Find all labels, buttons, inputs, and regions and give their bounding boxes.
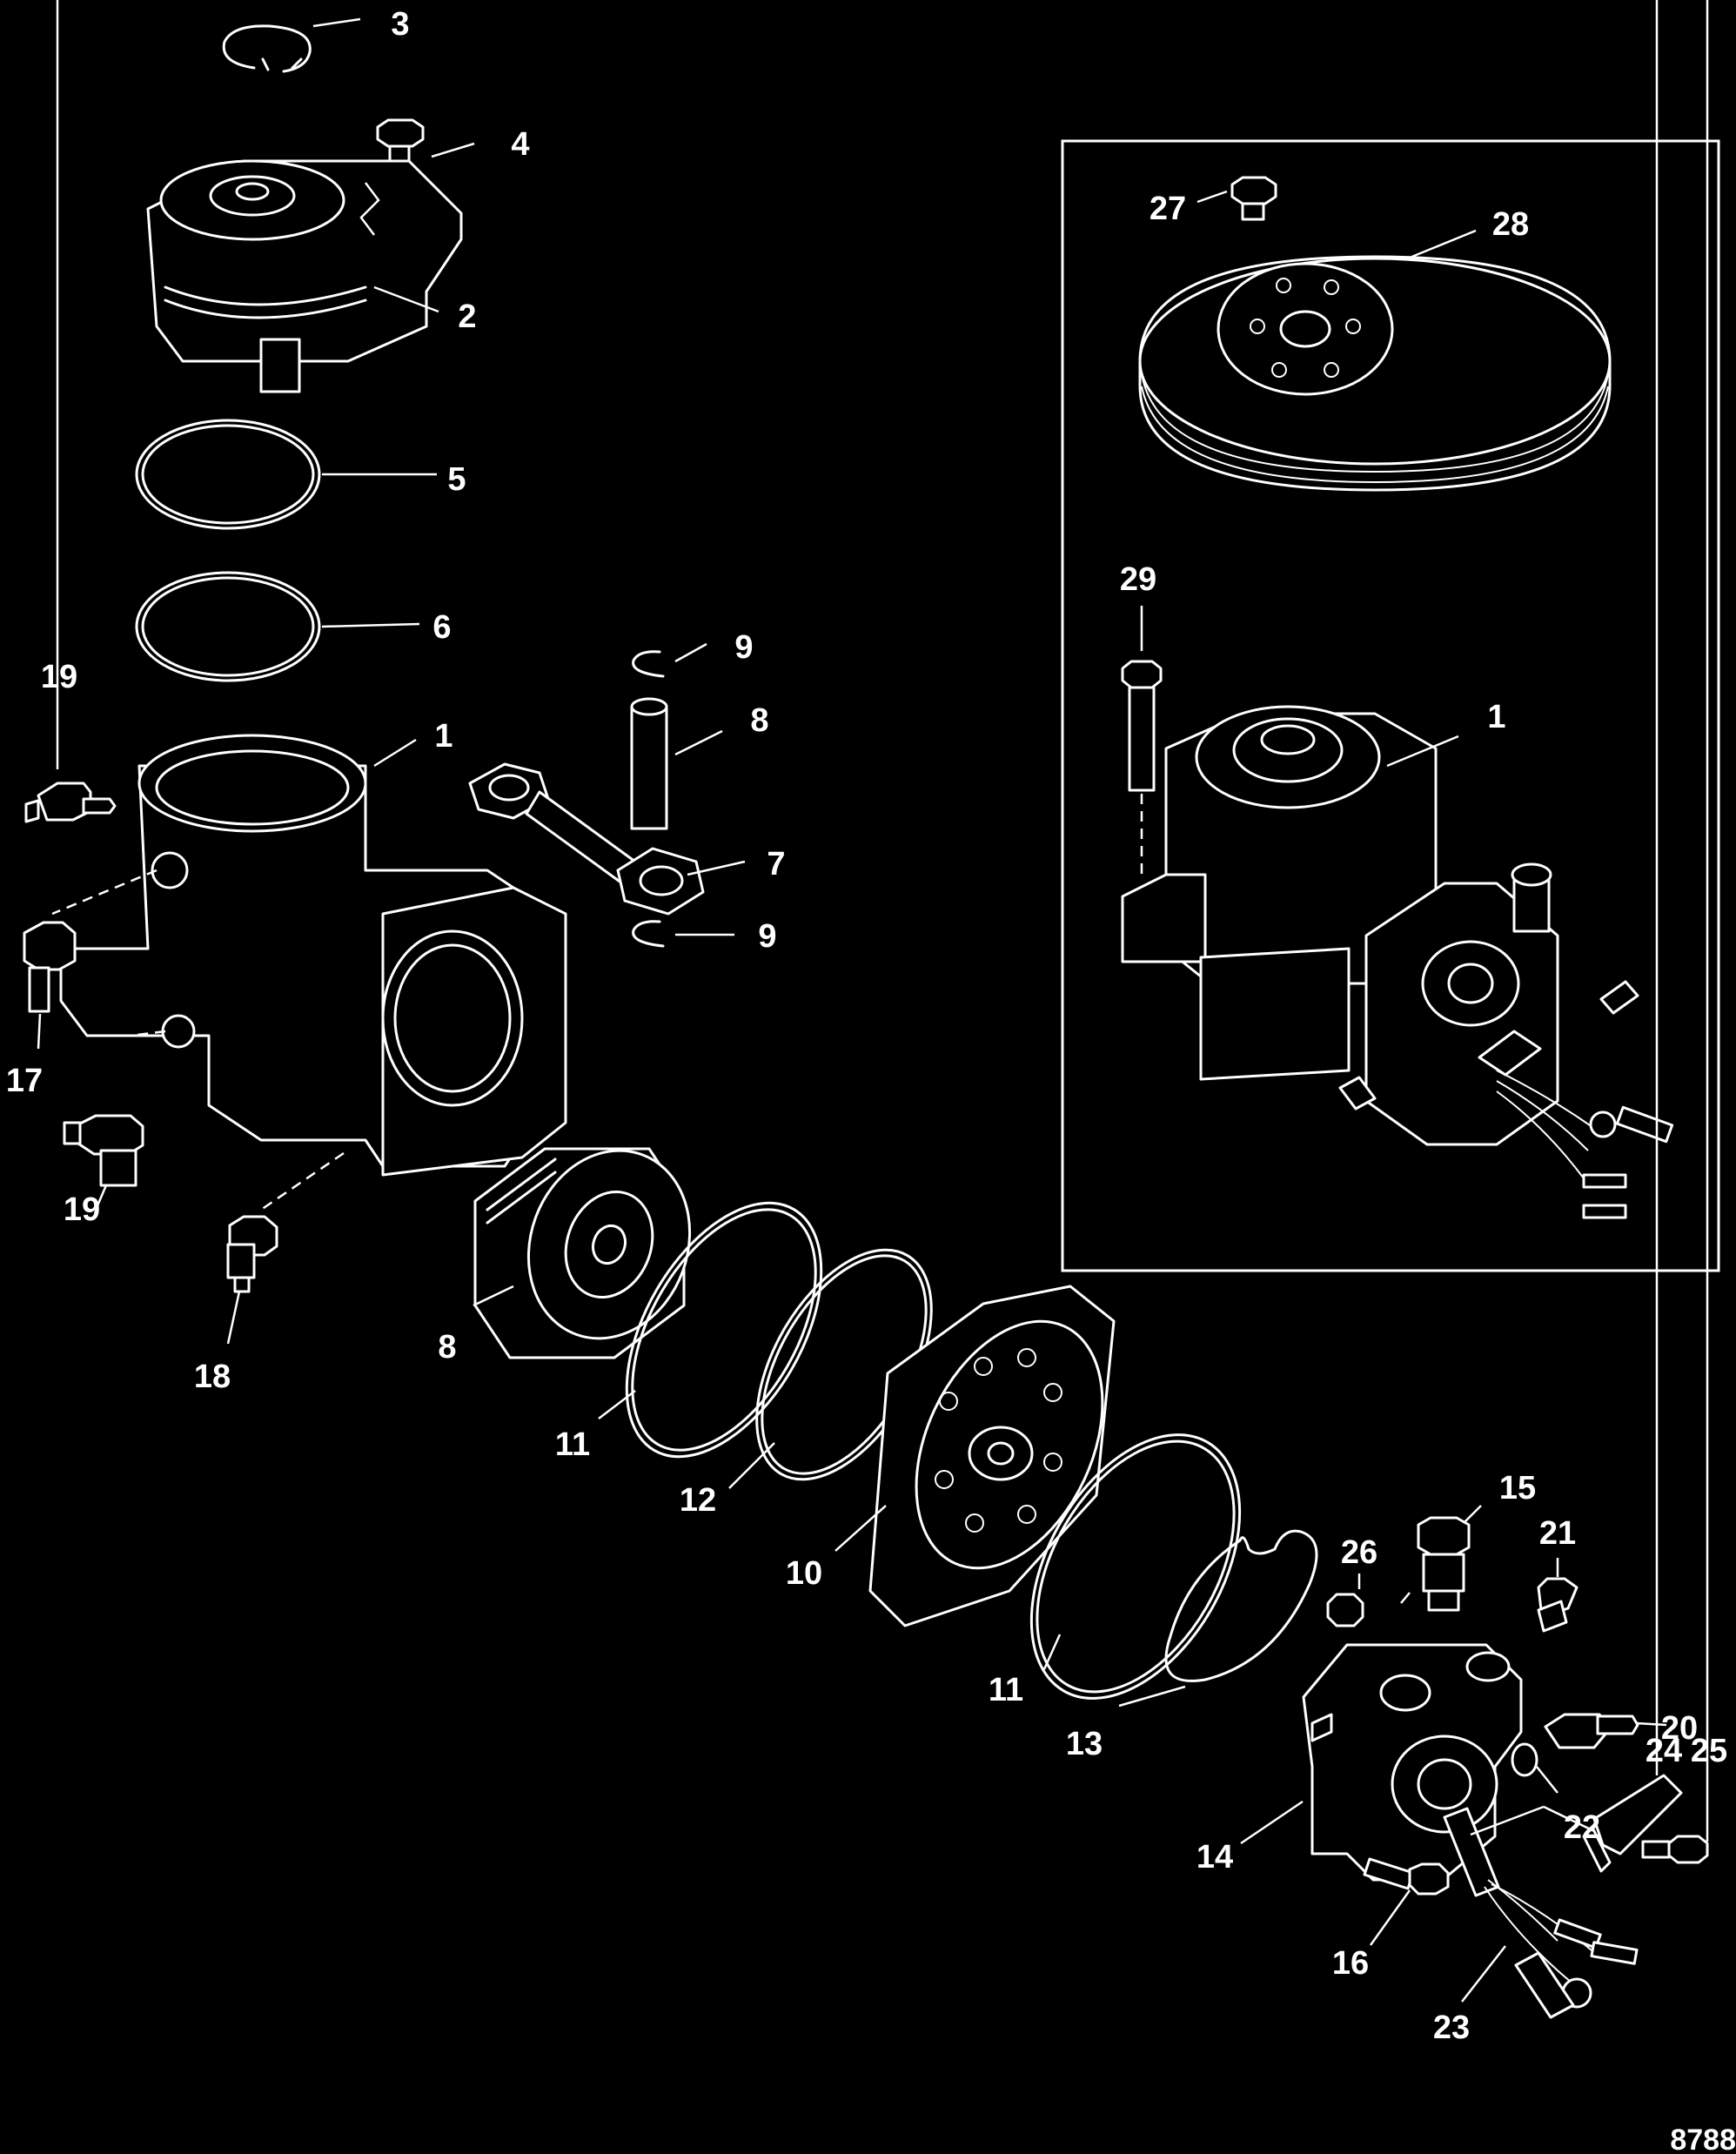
part-25-bolt — [1641, 1835, 1709, 1864]
part-20-fitting — [1544, 1713, 1639, 1749]
part-9-clip-top — [632, 650, 665, 678]
part-18-elbow — [226, 1215, 278, 1293]
callout-7: 7 — [767, 846, 785, 882]
part-27-bolt — [1230, 176, 1277, 221]
part-7-connecting-rod — [468, 762, 705, 916]
callout-3: 3 — [391, 6, 409, 43]
part-23-harness — [1443, 1807, 1639, 2019]
callout-15: 15 — [1499, 1470, 1536, 1506]
callout-labels: 3 4 2 5 6 1 9 8 7 9 19 17 19 18 8 11 12 … — [6, 6, 1736, 2154]
part-10-plate — [868, 1285, 1116, 1627]
callout-10: 10 — [786, 1555, 822, 1592]
callout-18: 18 — [194, 1359, 231, 1395]
callout-1-main: 1 — [434, 718, 452, 755]
callout-11-first: 11 — [555, 1426, 590, 1463]
callout-24: 24 — [1646, 1733, 1682, 1769]
callout-4: 4 — [511, 126, 529, 163]
callout-6: 6 — [432, 609, 451, 646]
assembled-pump — [1121, 705, 1674, 1219]
part-3-retaining-ring — [222, 24, 312, 73]
callout-19-bottom: 19 — [64, 1191, 100, 1228]
part-11-o-ring-2 — [1029, 1433, 1242, 1700]
part-17-elbow — [23, 921, 77, 1013]
callout-23: 23 — [1433, 2010, 1470, 2046]
callout-27: 27 — [1150, 191, 1186, 227]
callout-5: 5 — [447, 461, 466, 498]
part-19-elbow-top — [24, 782, 117, 823]
callout-12: 12 — [680, 1482, 716, 1519]
callout-2: 2 — [458, 299, 476, 335]
part-19-elbow-bottom — [63, 1114, 144, 1187]
part-1-pump-body — [51, 734, 567, 1211]
callout-16: 16 — [1332, 1945, 1369, 1982]
part-9-clip-bottom — [632, 920, 665, 948]
assembled-view-frame — [1061, 139, 1720, 1272]
part-8-wrist-pin — [630, 697, 668, 830]
callout-26: 26 — [1341, 1534, 1377, 1571]
callout-1-inset: 1 — [1487, 699, 1505, 735]
callout-20: 20 — [1661, 1710, 1698, 1747]
leader-lines — [37, 0, 1709, 2003]
callout-21: 21 — [1539, 1515, 1576, 1552]
part-2-pump-cap — [146, 159, 463, 393]
part-6-o-ring — [135, 571, 321, 682]
part-13-gasket — [1164, 1529, 1318, 1682]
callout-22: 22 — [1564, 1809, 1600, 1846]
callout-8-piston: 8 — [438, 1329, 456, 1366]
callout-9-bottom: 9 — [758, 918, 776, 955]
callout-9-top: 9 — [734, 629, 753, 666]
part-5-o-ring — [135, 419, 321, 530]
callout-19-top: 19 — [41, 659, 77, 695]
callout-17: 17 — [6, 1063, 43, 1099]
callout-14: 14 — [1196, 1839, 1233, 1876]
callout-25: 25 — [1691, 1733, 1727, 1769]
figure-number: 8788 — [1670, 2124, 1736, 2154]
callout-13: 13 — [1066, 1726, 1103, 1762]
part-21-barb — [1537, 1577, 1578, 1633]
callout-29: 29 — [1120, 561, 1156, 598]
part-11-o-ring-1 — [625, 1201, 823, 1459]
callout-8-pin: 8 — [750, 702, 768, 739]
part-8-piston — [473, 1147, 692, 1359]
part-14-pump-head — [1302, 1643, 1523, 1882]
part-24-bracket — [1582, 1774, 1683, 1873]
part-29-bolt — [1121, 660, 1163, 879]
callout-28: 28 — [1492, 206, 1529, 243]
part-22-o-ring — [1511, 1742, 1538, 1777]
part-16-bolt — [1363, 1857, 1450, 1896]
part-26-nut — [1326, 1593, 1364, 1627]
part-28-disc — [1138, 255, 1612, 492]
part-15-fitting — [1417, 1516, 1471, 1612]
callout-11-second: 11 — [989, 1672, 1023, 1708]
